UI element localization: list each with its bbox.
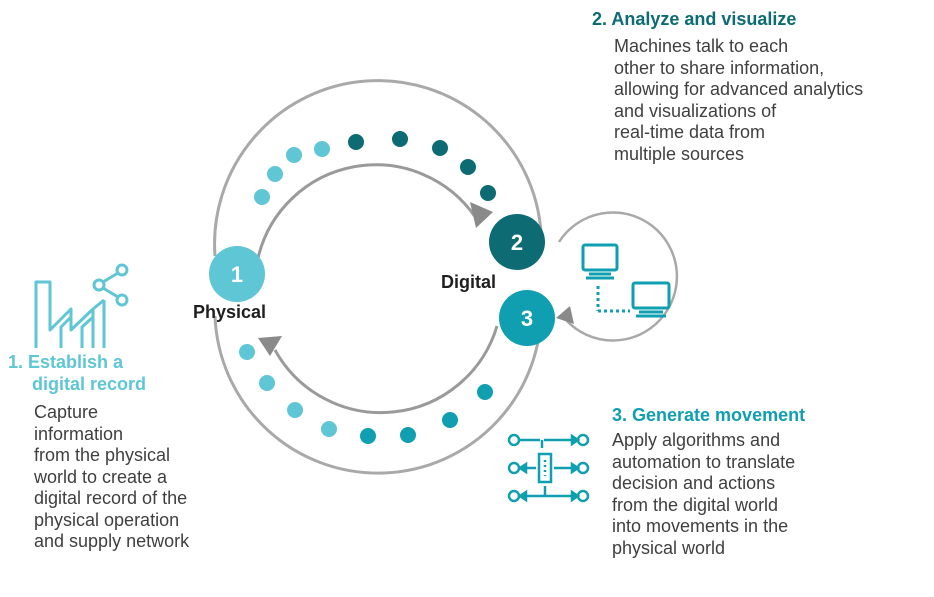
node-physical-label: Physical	[193, 302, 267, 322]
step2-body-line: multiple sources	[614, 143, 745, 164]
step2-body-line: real-time data from	[614, 122, 766, 142]
bottom-arrowhead	[258, 336, 282, 356]
top-arrowhead	[470, 202, 493, 228]
connected-computers-icon	[581, 243, 671, 318]
node-movement-number: 3	[521, 306, 533, 331]
step1-heading-line2: digital record	[32, 374, 147, 394]
outer-ring-top-arc	[213, 79, 543, 257]
step3-body-line: physical world	[612, 537, 726, 558]
step3-body-line: from the digital world	[612, 494, 779, 515]
step1-body-line: Capture	[34, 402, 99, 422]
step3-body: Apply algorithms and automation to trans…	[612, 430, 795, 559]
node-physical-number: 1	[231, 262, 243, 287]
step2-body-line: allowing for advanced analytics	[614, 79, 864, 99]
step2-body-line: and visualizations of	[614, 100, 777, 121]
inner-arrow-top-arc	[256, 163, 478, 259]
step2-body-line: other to share information,	[614, 57, 825, 78]
node-digital-number: 2	[511, 230, 523, 255]
step3-heading: 3. Generate movement	[612, 405, 806, 425]
step1-heading-line1: 1. Establish a	[8, 352, 124, 372]
node-digital-label: Digital	[441, 272, 497, 292]
step1-body-line: world to create a	[34, 466, 168, 487]
step3-body-line: into movements in the	[612, 516, 789, 536]
dot-trail-top	[254, 131, 496, 205]
step2-body-line: Machines talk to each	[614, 36, 789, 56]
step3-body-line: automation to translate	[612, 451, 796, 472]
step2-body: Machines talk to each other to share inf…	[614, 36, 863, 165]
step2-heading: 2. Analyze and visualize	[592, 9, 797, 29]
step1-body-line: digital record of the	[34, 488, 188, 508]
factory-share-icon	[34, 263, 129, 348]
step1-body-line: and supply network	[34, 531, 190, 551]
computers-ring-arrowhead	[556, 306, 574, 324]
inner-arrow-bottom-arc	[273, 325, 499, 415]
outer-ring-bottom-arc	[213, 303, 543, 475]
step1-body-line: information	[34, 423, 124, 444]
step1-body-line: physical operation	[34, 509, 180, 530]
node-digital	[489, 214, 545, 270]
node-physical	[209, 246, 265, 302]
step1-body: Capture information from the physical wo…	[34, 402, 189, 553]
step1-heading: 1. Establish a digital record	[8, 351, 146, 395]
step3-body-line: decision and actions	[612, 473, 776, 493]
dot-trail-bottom	[239, 344, 493, 444]
step1-body-line: from the physical	[34, 445, 171, 465]
node-movement	[499, 290, 555, 346]
movement-flow-icon	[507, 433, 590, 503]
computers-ring	[557, 211, 679, 342]
step3-body-line: Apply algorithms and	[612, 430, 781, 450]
